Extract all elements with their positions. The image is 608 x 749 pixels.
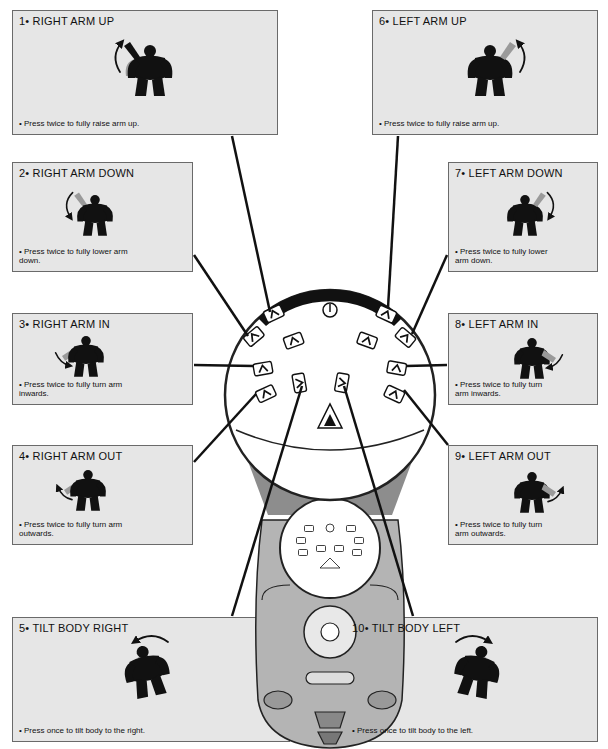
panel-title: 5• TILT BODY RIGHT (19, 622, 128, 634)
panel-note: • Press twice to fully turn arm inwards. (455, 380, 555, 399)
d-pad (304, 606, 356, 658)
panel-note: • Press twice to fully turn arm outwards… (455, 520, 555, 539)
power-button (323, 303, 337, 317)
select-button (306, 672, 354, 684)
forward-button (318, 404, 342, 428)
panel-title: 3• RIGHT ARM IN (19, 318, 110, 330)
panel-note: • Press twice to fully lower arm down. (455, 247, 555, 266)
panel-note: • Press twice to fully raise arm up. (379, 119, 499, 129)
panel-title: 8• LEFT ARM IN (455, 318, 538, 330)
panel-title: 6• LEFT ARM UP (379, 15, 467, 27)
panel-title: 1• RIGHT ARM UP (19, 15, 114, 27)
remote-mini-head (280, 498, 380, 598)
panel-note: • Press twice to fully turn arm outwards… (19, 520, 129, 539)
panel-title: 2• RIGHT ARM DOWN (19, 167, 134, 179)
mini-buttons (297, 524, 364, 568)
panel-note: • Press twice to fully lower arm down. (19, 247, 129, 266)
remote-buttons (243, 304, 416, 403)
panel-title: 9• LEFT ARM OUT (455, 450, 551, 462)
panel-note: • Press twice to fully raise arm up. (19, 119, 139, 129)
panel-title: 7• LEFT ARM DOWN (455, 167, 563, 179)
leader-lines (194, 136, 448, 616)
remote-cap (258, 289, 402, 326)
panel-note: • Press once to tilt body to the right. (19, 726, 145, 736)
panel-title: 4• RIGHT ARM OUT (19, 450, 122, 462)
panel-note: • Press twice to fully turn arm inwards. (19, 380, 129, 399)
panel-title: 10• TILT BODY LEFT (352, 622, 460, 634)
panel-note: • Press once to tilt body to the left. (352, 726, 473, 736)
